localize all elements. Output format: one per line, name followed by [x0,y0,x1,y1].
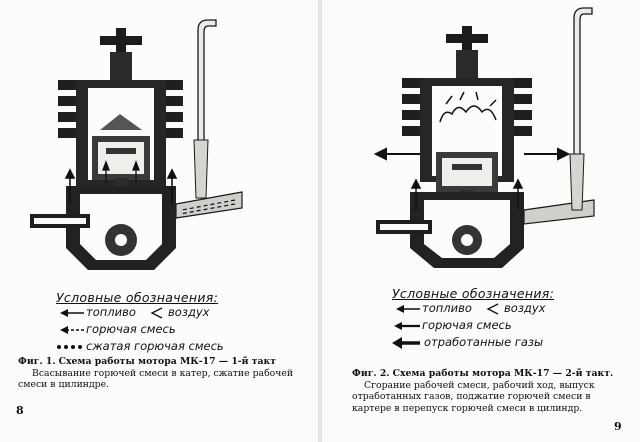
right-page: Условные обозначения: топливо воздух гор… [322,0,640,442]
legend-row-fuel-air: топливо воздух [56,305,316,322]
legend-row-exhaust: отработанные газы [392,335,637,352]
page-number-right: 9 [614,420,622,433]
legend-row-fuel-air: топливо воздух [392,301,637,318]
caption-body: Сгорание рабочей смеси, рабочий ход, вып… [352,379,595,414]
caption-label: Фиг. 2. [352,368,390,379]
mixture-arrow-icon [60,326,84,334]
compressed-mixture-icon [57,345,82,349]
legend-mixture-label: горючая смесь [422,318,512,332]
book-gutter [318,0,322,442]
legend-compressed-label: сжатая горючая смесь [86,339,224,353]
engine-schematic-1 [30,19,243,270]
legend-row-compressed: сжатая горючая смесь [56,339,316,356]
legend-fig-2: Условные обозначения: топливо воздух гор… [392,286,637,352]
legend-air-label: воздух [168,305,210,319]
legend-fuel-label: топливо [422,301,472,315]
legend-row-mixture: горючая смесь [56,322,316,339]
legend-air-label: воздух [504,301,546,315]
engine-diagram-stroke-1 [30,18,270,293]
exhaust-arrow-icon [392,337,420,349]
legend-fig-1: Условные обозначения: топливо воздух гор… [56,290,316,356]
legend-row-mixture: горючая смесь [392,318,637,335]
fuel-arrow-icon [396,305,420,313]
caption-label: Фиг. 1. [18,356,56,367]
mixture-arrow-icon [394,322,420,330]
legend-title: Условные обозначения: [56,290,219,305]
engine-diagram-stroke-2 [374,4,634,284]
legend-fuel-label: топливо [86,305,136,319]
caption-title: Схема работы мотора МК-17 — 1-й такт [58,356,277,367]
figure-caption-2: Фиг. 2. Схема работы мотора МК-17 — 2-й … [352,368,632,414]
air-arrow-icon [486,303,499,315]
caption-title: Схема работы мотора МК-17 — 2-й такт. [392,368,614,379]
caption-body: Всасывание горючей смеси в катер, сжатие… [18,367,294,391]
figure-caption-1: Фиг. 1. Схема работы мотора МК-17 — 1-й … [18,356,308,391]
legend-mixture-label: горючая смесь [86,322,176,336]
air-arrow-icon [150,307,163,319]
left-page: Условные обозначения: топливо воздух гор… [0,0,318,442]
fuel-arrow-icon [60,309,84,317]
engine-schematic-2 [374,7,595,268]
legend-title: Условные обозначения: [392,286,555,301]
page-number-left: 8 [16,404,24,417]
legend-exhaust-label: отработанные газы [424,335,544,349]
